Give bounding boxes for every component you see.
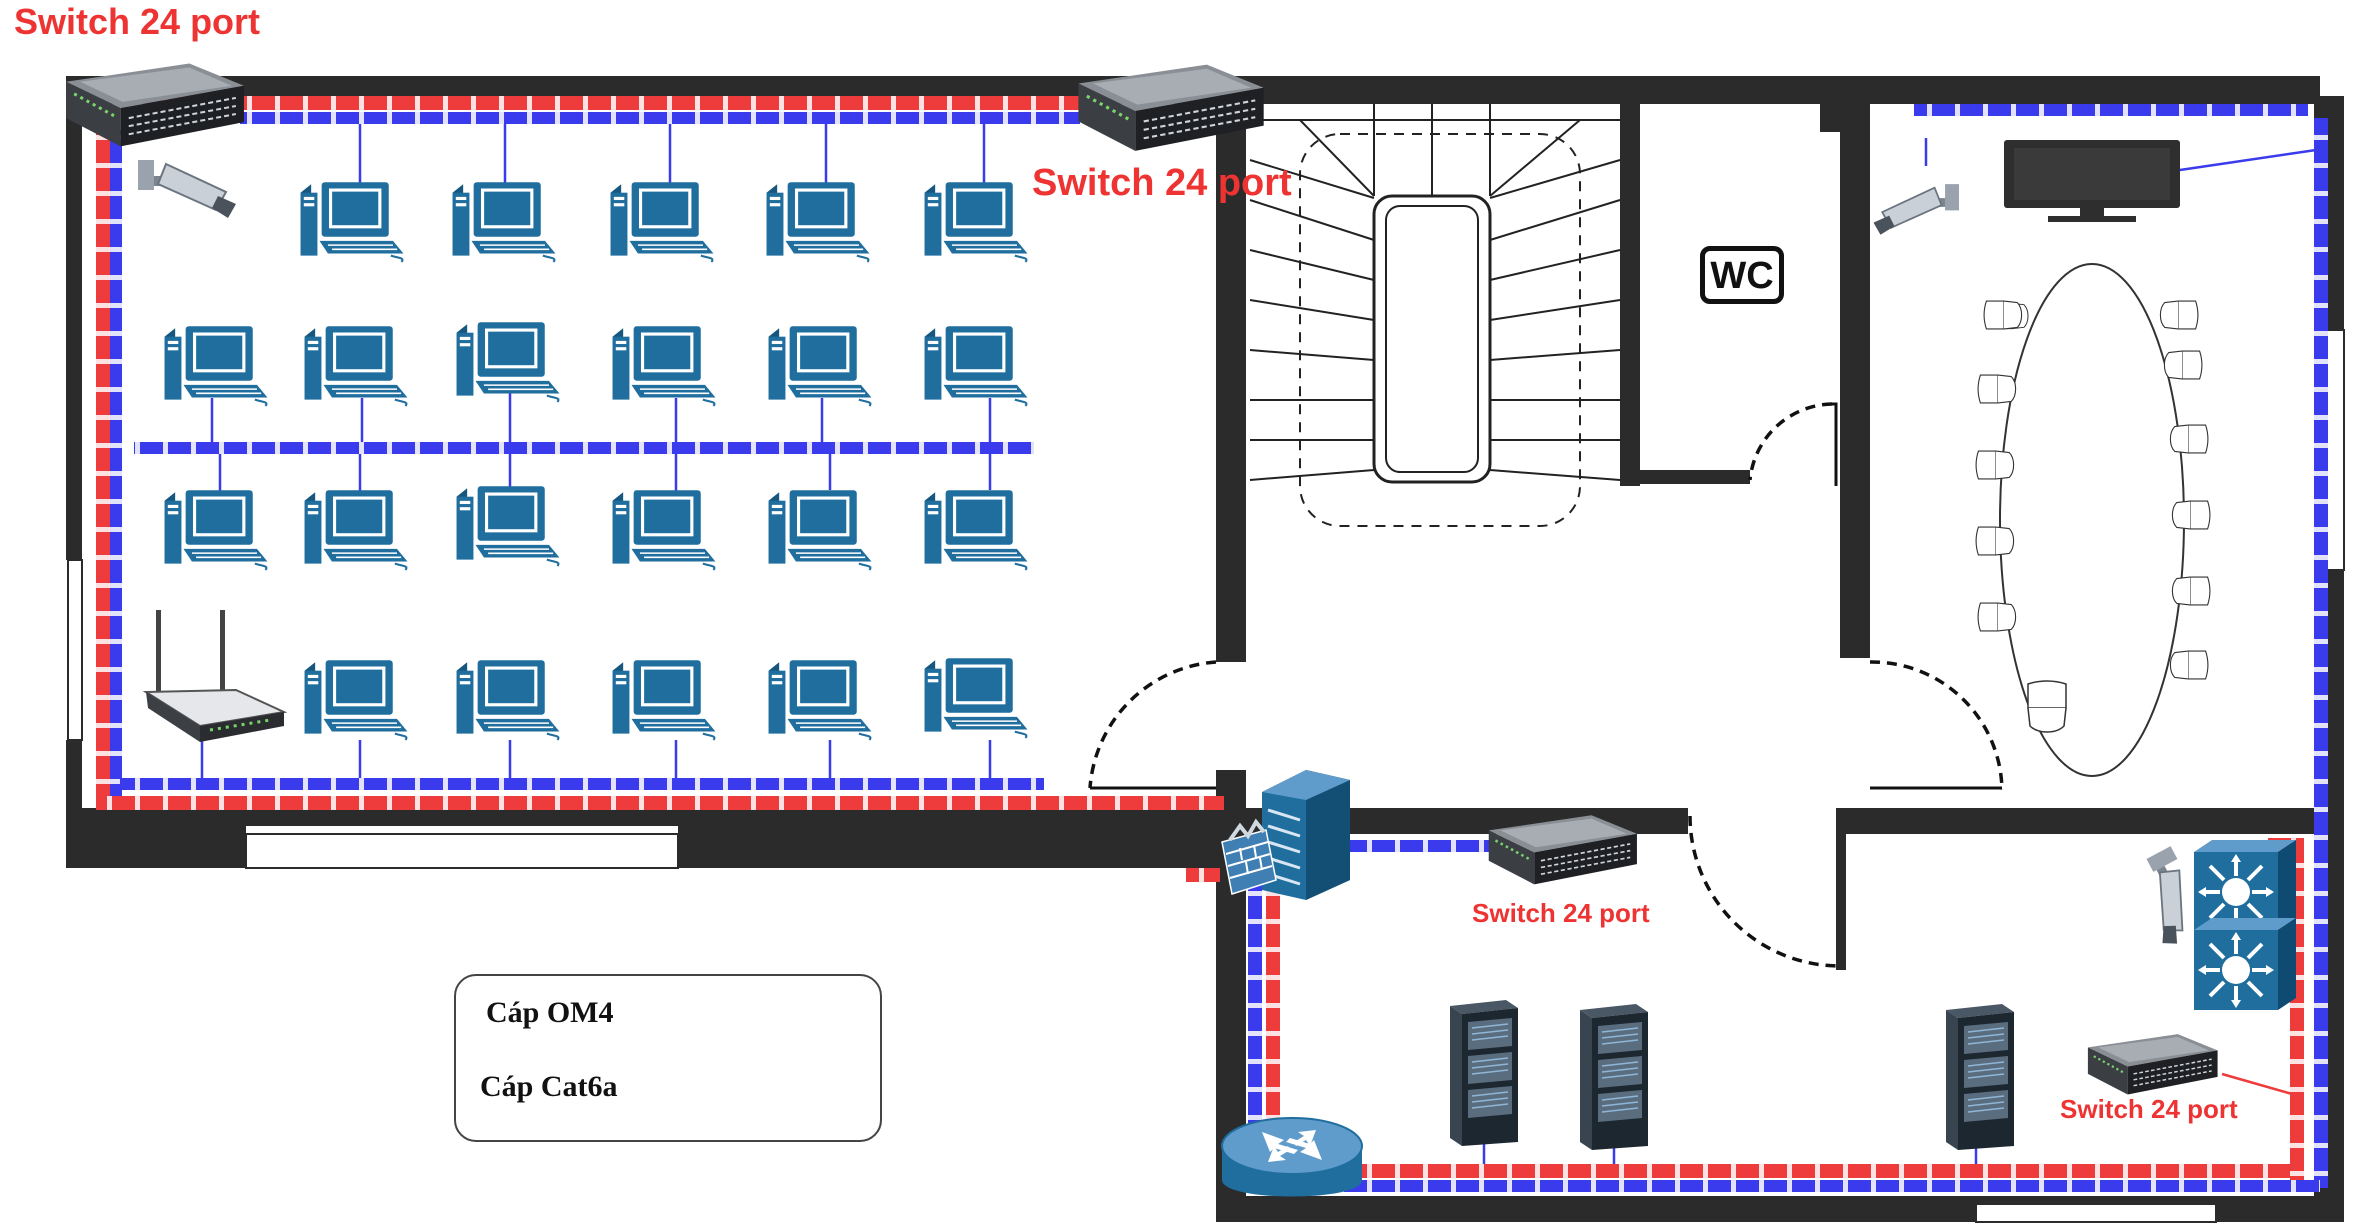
server-rack-icon: [1579, 1003, 1649, 1150]
doors: [1088, 402, 2004, 968]
layer3-switch-icon: [2192, 916, 2298, 1012]
om4-patch: [2221, 1072, 2293, 1096]
switch-icon: [64, 61, 246, 148]
switch-label-server-room: Switch 24 port: [1472, 898, 1650, 928]
wifi-router-icon: [142, 610, 288, 742]
switch-label-top-left: Switch 24 port: [14, 1, 261, 42]
window-left: [67, 559, 83, 741]
legend: Cáp OM4 Cáp Cat6a: [454, 974, 882, 1142]
wc-sign: WC: [1700, 246, 1784, 304]
switch-label-bottom-right: Switch 24 port: [2060, 1094, 2238, 1124]
switch-icon: [2086, 1032, 2219, 1096]
tv-icon: [2004, 140, 2180, 222]
door-leaves: [1090, 402, 2002, 790]
legend-cat6a-label: Cáp Cat6a: [480, 1070, 618, 1103]
cctv-camera-icon: [137, 159, 237, 219]
firewall-server-icon: [1221, 770, 1350, 900]
window-bottom-right: [1975, 1203, 2217, 1223]
legend-om4-label: Cáp OM4: [486, 996, 614, 1029]
switch-label-top-center: Switch 24 port: [1032, 162, 1292, 204]
cctv-camera-icon: [1872, 183, 1961, 236]
staircase: [1249, 104, 1621, 527]
om4-cables: [96, 96, 2304, 1180]
server-rack-icon: [1449, 999, 1519, 1146]
window-right: [2325, 329, 2345, 571]
core-router-icon: [1221, 1117, 1363, 1197]
meeting-table: [1993, 263, 2185, 777]
cat6a-cables: [110, 104, 2328, 1192]
server-rack-icon: [1945, 1003, 2015, 1150]
window-bottom: [245, 833, 679, 869]
computers: [163, 181, 1029, 741]
